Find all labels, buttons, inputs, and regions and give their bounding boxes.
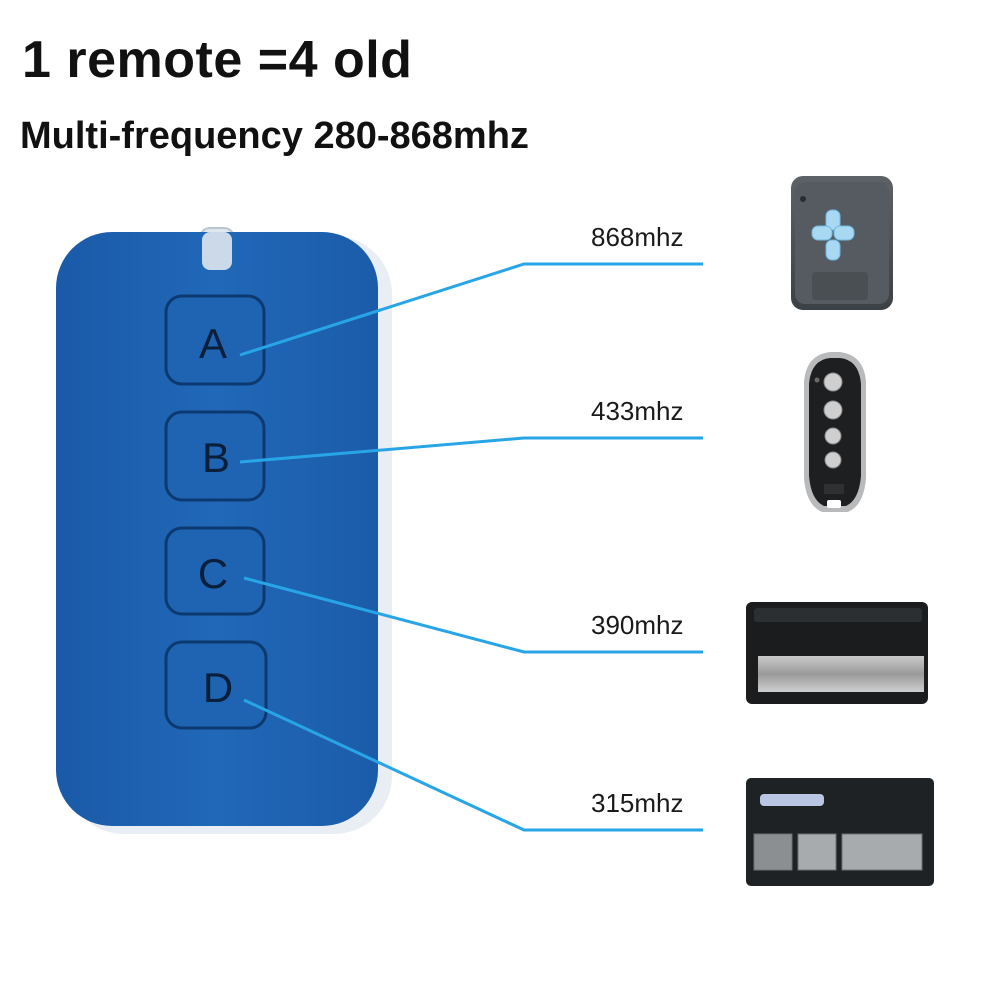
remote-button-b[interactable] bbox=[164, 410, 266, 502]
button-letter-b: B bbox=[202, 434, 230, 481]
headline: 1 remote =4 old bbox=[22, 31, 413, 89]
button-letter-d: D bbox=[203, 664, 233, 711]
frequency-label-433: 433mhz bbox=[591, 396, 684, 426]
remote-button-c[interactable] bbox=[164, 526, 266, 616]
frequency-label-315: 315mhz bbox=[591, 788, 684, 818]
old-remote-868 bbox=[791, 176, 893, 310]
frequency-label-390: 390mhz bbox=[591, 610, 684, 640]
connector-line-c bbox=[243, 576, 703, 654]
connector-line-b bbox=[239, 436, 703, 464]
remote-button-d[interactable] bbox=[164, 640, 268, 730]
connector-line-d bbox=[243, 698, 703, 832]
button-letter-a: A bbox=[199, 320, 227, 367]
remote-button-a[interactable] bbox=[164, 294, 266, 386]
old-remote-315 bbox=[746, 778, 934, 886]
button-letter-c: C bbox=[198, 550, 228, 597]
subheadline: Multi-frequency 280-868mhz bbox=[20, 115, 529, 157]
old-remote-433 bbox=[804, 352, 866, 512]
connector-line-a bbox=[239, 262, 703, 357]
frequency-label-868: 868mhz bbox=[591, 222, 684, 252]
connector-lines bbox=[239, 262, 703, 832]
old-remote-390 bbox=[746, 602, 928, 704]
